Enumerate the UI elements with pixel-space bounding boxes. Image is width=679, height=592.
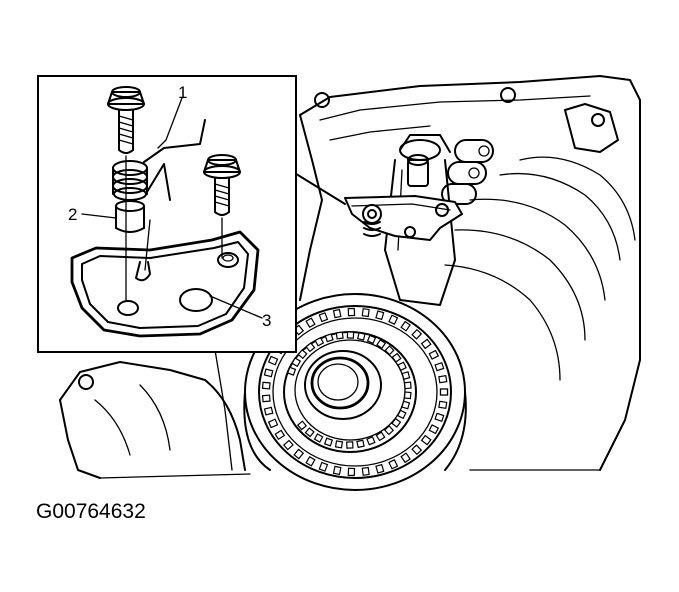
spline-teeth-tooth — [347, 467, 356, 477]
figure-reference-code: G00764632 — [36, 500, 146, 523]
spline-teeth-tooth — [361, 466, 370, 476]
inner-teeth-tooth — [346, 331, 355, 339]
spline-teeth-tooth — [305, 455, 316, 467]
spline-teeth-tooth — [388, 459, 399, 470]
spline-teeth-tooth — [428, 424, 440, 435]
spline-teeth-tooth — [388, 314, 399, 325]
inner-teeth-tooth — [356, 439, 365, 449]
inner-teeth-tooth — [346, 441, 354, 449]
spline-teeth-tooth — [438, 374, 448, 384]
inner-teeth-tooth — [366, 334, 377, 345]
inner-teeth-tooth — [335, 331, 344, 340]
spline-teeth-tooth — [375, 463, 385, 474]
inner-teeth-tooth — [296, 420, 308, 431]
inner-teeth-tooth — [375, 431, 386, 442]
spline-teeth-tooth — [332, 308, 342, 319]
inner-teeth-tooth — [396, 409, 407, 420]
spline-teeth-tooth — [347, 307, 356, 317]
inner-teeth-tooth — [304, 427, 315, 438]
spline-teeth-tooth — [428, 349, 440, 360]
inner-teeth-tooth — [324, 333, 334, 343]
inner-teeth-tooth — [403, 381, 412, 390]
inner-teeth-tooth — [384, 345, 395, 356]
spline-teeth-tooth — [361, 308, 370, 318]
inner-teeth-tooth — [403, 391, 412, 400]
spline-teeth-tooth — [267, 355, 279, 366]
inner-teeth-tooth — [383, 425, 395, 436]
spline-teeth-tooth — [420, 434, 432, 446]
inner-teeth-tooth — [391, 417, 402, 428]
spline-teeth-tooth — [261, 394, 271, 403]
spline-teeth-tooth — [411, 444, 423, 456]
spline-teeth-tooth — [400, 320, 411, 332]
leader-line-2 — [81, 213, 117, 219]
spline-teeth-tooth — [438, 400, 448, 410]
spline-teeth-tooth — [375, 310, 385, 321]
sleeve-item-2 — [115, 200, 145, 233]
spring-item-1 — [112, 119, 206, 201]
transmission-housing — [59, 75, 641, 479]
bolt-upper — [107, 86, 145, 154]
spline-teeth-tooth — [267, 418, 279, 429]
inner-teeth-tooth — [356, 332, 366, 341]
bolt-lower — [203, 154, 241, 216]
inner-teeth-tooth — [391, 352, 402, 363]
spline-teeth-tooth — [332, 465, 342, 476]
spline-teeth-tooth — [261, 381, 271, 390]
inner-teeth-tooth — [286, 366, 297, 376]
callout-2-label: 2 — [68, 205, 77, 224]
inner-teeth-tooth — [291, 357, 302, 368]
callout-3-label: 3 — [262, 311, 271, 330]
spline-teeth-tooth — [318, 312, 329, 323]
spline-teeth-tooth — [274, 429, 286, 441]
bracket-plate-item-3 — [70, 230, 260, 338]
inner-teeth-tooth — [397, 361, 407, 372]
inner-teeth-tooth — [323, 437, 334, 447]
spline-teeth-tooth — [420, 338, 432, 350]
spline-teeth-tooth — [400, 452, 411, 464]
leader-line-3 — [209, 295, 263, 319]
callout-1-label: 1 — [178, 83, 187, 102]
inner-teeth-tooth — [305, 342, 316, 353]
spline-teeth-tooth — [305, 317, 316, 329]
spline-teeth-tooth — [439, 388, 449, 396]
inner-teeth-tooth — [314, 336, 325, 347]
spline-teeth-tooth — [434, 412, 445, 423]
inner-teeth-tooth — [313, 433, 324, 443]
spline-teeth-tooth — [318, 461, 329, 472]
spline-teeth-tooth — [434, 361, 445, 372]
leader-line-1 — [157, 97, 183, 149]
inner-teeth-tooth — [401, 400, 411, 410]
spline-teeth-tooth — [263, 368, 274, 378]
spline-teeth-tooth — [282, 439, 294, 451]
inner-teeth-tooth — [401, 371, 411, 381]
installed-bracket-area — [292, 134, 494, 306]
inner-teeth-tooth — [376, 339, 387, 350]
spline-teeth-tooth — [293, 448, 305, 460]
inner-teeth-tooth — [366, 436, 376, 446]
spline-teeth-tooth — [411, 328, 423, 340]
spline-teeth-tooth — [263, 406, 274, 416]
detail-inset-box: 1 2 3 — [37, 75, 297, 353]
inner-teeth-tooth — [297, 349, 308, 360]
inner-teeth-tooth — [334, 440, 344, 449]
gear-inner-teeth — [286, 331, 412, 449]
